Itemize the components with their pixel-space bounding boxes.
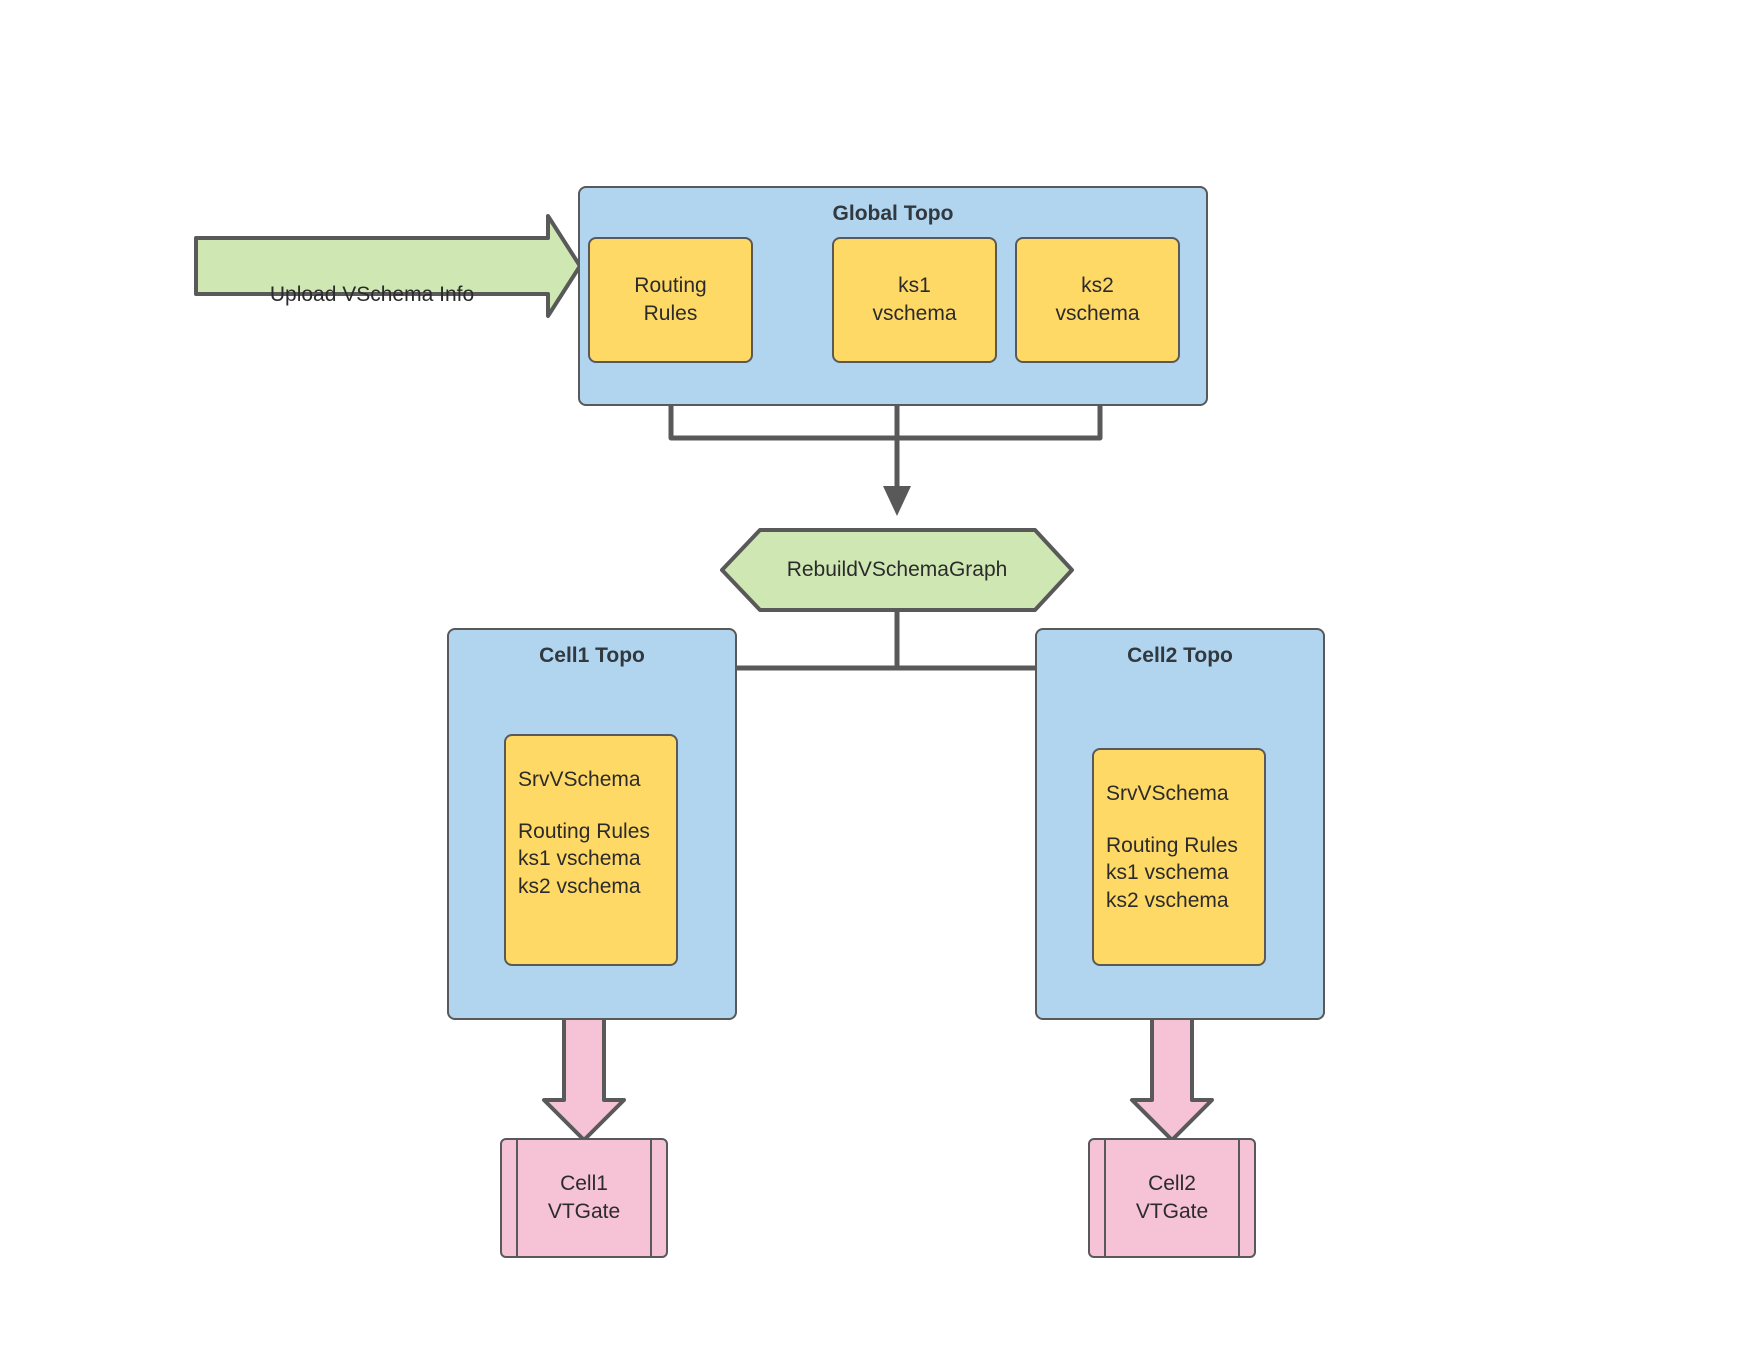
cell1-srv-item-0: Routing Rules — [518, 819, 650, 843]
cell1-topo-title: Cell1 Topo — [539, 644, 645, 667]
cell1-srv-item-1: ks1 vschema — [518, 847, 641, 871]
cell1-srvvschema-text: SrvVSchema Routing Rules ks1 vschema ks2… — [518, 766, 650, 901]
cell1-srvvschema-box[interactable]: SrvVSchema Routing Rules ks1 vschema ks2… — [504, 734, 678, 966]
cell2-srv-item-2: ks2 vschema — [1106, 889, 1229, 913]
rebuild-vschema-graph-label: RebuildVSchemaGraph — [786, 558, 1008, 581]
cell1-srv-item-2: ks2 vschema — [518, 875, 641, 899]
cell2-vtgate-label: Cell2 VTGate — [1135, 1172, 1209, 1223]
cell2-srvvschema-box[interactable]: SrvVSchema Routing Rules ks1 vschema ks2… — [1092, 748, 1266, 966]
global-box-routing-rules-text: Routing Rules — [634, 274, 707, 325]
cell2-vtgate-node[interactable]: Cell2 VTGate — [1088, 1138, 1256, 1258]
cell2-vtgate-left-bar — [1104, 1138, 1106, 1258]
cell2-srv-item-1: ks1 vschema — [1106, 861, 1229, 885]
global-box-ks1-vschema[interactable]: ks1 vschema — [832, 237, 997, 363]
rebuild-arrowhead — [883, 486, 911, 516]
cell1-srvvschema-heading: SrvVSchema — [518, 768, 641, 791]
cell1-vtgate-node[interactable]: Cell1 VTGate — [500, 1138, 668, 1258]
global-box-ks2-vschema-text: ks2 vschema — [1055, 274, 1140, 325]
cell2-srvvschema-text: SrvVSchema Routing Rules ks1 vschema ks2… — [1106, 780, 1238, 915]
upload-vschema-label: Upload VSchema Info — [269, 283, 475, 306]
cell1-vtgate-right-bar — [650, 1138, 652, 1258]
cell1-vtgate-label: Cell1 VTGate — [547, 1172, 621, 1223]
global-box-ks1-vschema-text: ks1 vschema — [872, 274, 957, 325]
cell1-vtgate-left-bar — [516, 1138, 518, 1258]
cell2-srvvschema-heading: SrvVSchema — [1106, 782, 1229, 805]
cell2-srv-item-0: Routing Rules — [1106, 833, 1238, 857]
global-box-ks2-vschema[interactable]: ks2 vschema — [1015, 237, 1180, 363]
cell2-vtgate-right-bar — [1238, 1138, 1240, 1258]
global-box-routing-rules[interactable]: Routing Rules — [588, 237, 753, 363]
cell2-topo-title: Cell2 Topo — [1127, 644, 1233, 667]
global-topo-title: Global Topo — [832, 202, 954, 225]
